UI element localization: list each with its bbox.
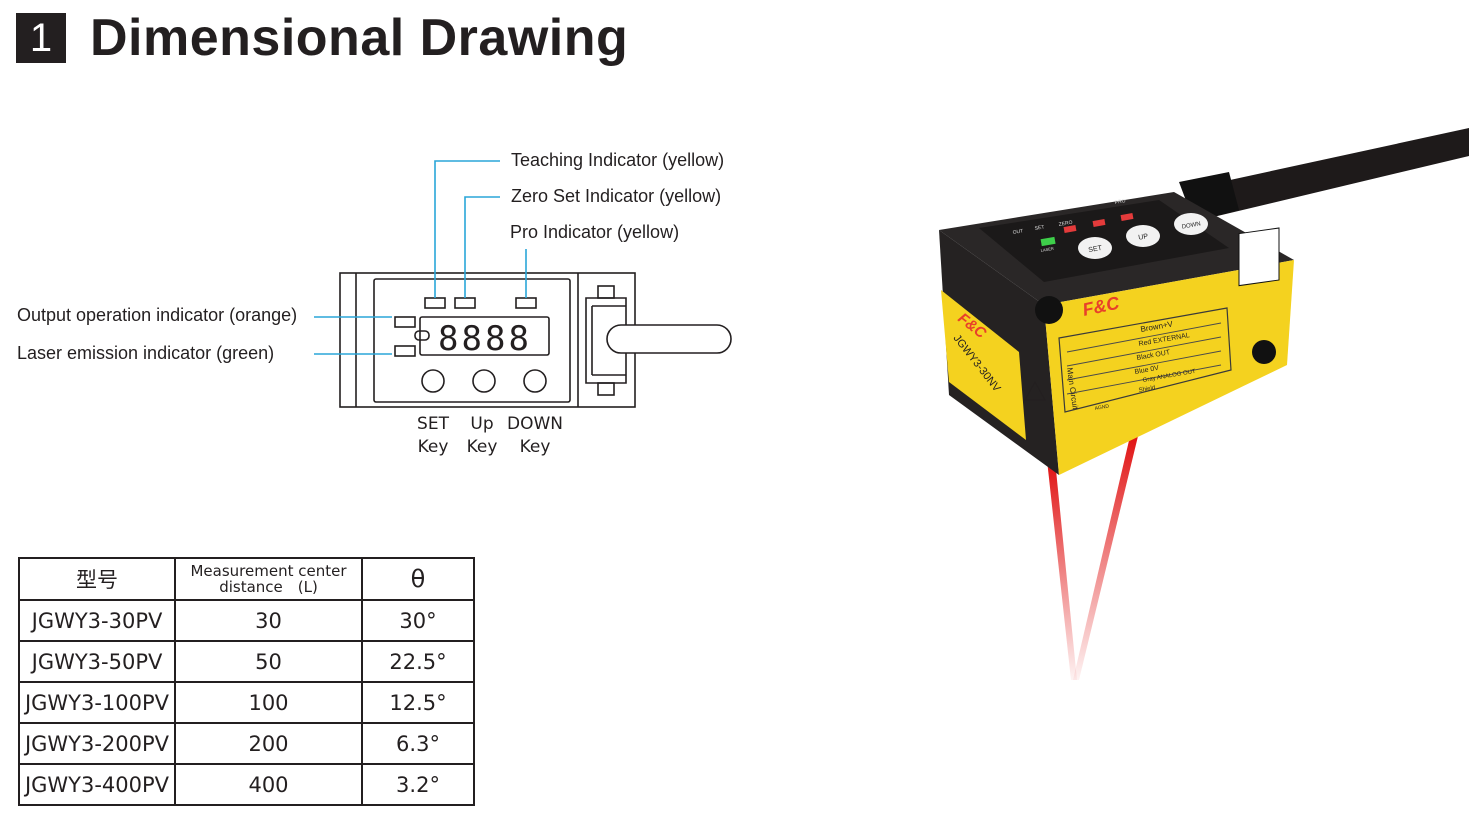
teaching-indicator-label: Teaching Indicator (yellow) — [511, 150, 725, 170]
connector-clip-top — [597, 285, 615, 299]
header-distance: Measurement center distance (L) — [174, 557, 363, 601]
page-title: Dimensional Drawing — [90, 9, 629, 67]
section-header: 1 Dimensional Drawing — [16, 10, 628, 66]
set-key-label-line2: Key — [417, 437, 449, 457]
down-button-icon — [1174, 213, 1208, 235]
cell-model: JGWY3-400PV — [18, 763, 176, 806]
connector-clip-bottom — [597, 382, 615, 396]
wire-label-agnd: AGND — [1094, 403, 1110, 411]
output-indicator-label: Output operation indicator (orange) — [17, 305, 298, 325]
down-key-label-line1: DOWN — [507, 414, 563, 434]
panel-label-pro: PRO — [1114, 198, 1126, 206]
red-led-1 — [1063, 225, 1077, 233]
laser-beam-right — [1073, 432, 1139, 680]
teaching-leader — [434, 160, 500, 298]
cell-angle: 22.5° — [361, 640, 475, 683]
down-key-label-line2: Key — [519, 437, 551, 457]
red-led-2 — [1092, 219, 1106, 227]
wire-line — [1066, 336, 1222, 367]
button-label-set: SET — [1088, 245, 1103, 254]
panel-label-laser: LASER — [1040, 246, 1054, 253]
product-photo: F&C F&C JGWY3-30NV Main Circuit Brown+V … — [939, 128, 1469, 680]
wire-line — [1066, 350, 1222, 381]
cell-distance: 400 — [174, 763, 363, 806]
cell-distance: 100 — [174, 681, 363, 724]
panel-label-zero: ZERO — [1058, 220, 1073, 228]
set-button-icon — [1078, 237, 1112, 259]
pro-led — [515, 297, 537, 309]
cell-distance: 30 — [174, 599, 363, 642]
wire-line — [1066, 322, 1222, 353]
digit-readout: 8888 — [438, 319, 532, 359]
qr-code — [1238, 227, 1280, 287]
cell-model: JGWY3-100PV — [18, 681, 176, 724]
display-panel — [373, 278, 571, 403]
up-key-label-line1: Up — [470, 414, 494, 434]
cell-angle: 30° — [361, 599, 475, 642]
zero-set-led — [454, 297, 476, 309]
laser-warning-icon — [1024, 380, 1046, 401]
cell-model: JGWY3-50PV — [18, 640, 176, 683]
teaching-led — [424, 297, 446, 309]
sensor-cable — [1184, 128, 1469, 218]
sensor-yellow-side — [1044, 260, 1294, 475]
down-key-label: DOWN Key — [500, 413, 570, 459]
up-button-icon — [1126, 225, 1160, 247]
header-distance-line2: distance (L) — [219, 578, 318, 596]
laser-beam-left — [1047, 460, 1077, 680]
wire-label-blue: Blue 0V — [1134, 365, 1160, 376]
laser-led-icon — [1040, 236, 1056, 247]
mount-hole-top — [1035, 296, 1063, 324]
section-number: 1 — [16, 13, 66, 63]
zero-set-indicator-label: Zero Set Indicator (yellow) — [511, 186, 722, 206]
table-row: JGWY3-400PV 400 3.2° — [18, 763, 475, 806]
spec-table: 型号 Measurement center distance (L) θ JGW… — [18, 557, 475, 806]
connector-housing — [585, 297, 627, 384]
panel-label-out: OUT — [1012, 228, 1023, 236]
down-key-icon — [523, 369, 547, 393]
red-led-3 — [1120, 213, 1134, 221]
set-key-label: SET Key — [403, 413, 463, 459]
up-key-label: Up Key — [452, 413, 512, 459]
cell-model: JGWY3-200PV — [18, 722, 176, 765]
set-key-label-line1: SET — [417, 414, 449, 434]
header-distance-line1: Measurement center — [190, 562, 347, 580]
decimal-indicator — [414, 330, 430, 341]
digit-display — [419, 316, 550, 356]
header-model: 型号 — [18, 557, 176, 601]
sensor-yellow-front — [941, 290, 1026, 440]
table-row: JGWY3-200PV 200 6.3° — [18, 722, 475, 765]
cell-model: JGWY3-30PV — [18, 599, 176, 642]
output-led — [394, 316, 416, 328]
cell-angle: 6.3° — [361, 722, 475, 765]
pro-indicator-label: Pro Indicator (yellow) — [510, 222, 680, 242]
wiring-diagram-box — [1058, 307, 1232, 413]
up-key-icon — [472, 369, 496, 393]
table-row: JGWY3-100PV 100 12.5° — [18, 681, 475, 724]
laser-indicator-label: Laser emission indicator (green) — [17, 343, 275, 363]
table-header-row: 型号 Measurement center distance (L) θ — [18, 557, 475, 601]
up-key-label-line2: Key — [466, 437, 498, 457]
table-row: JGWY3-50PV 50 22.5° — [18, 640, 475, 683]
cable-stub — [606, 324, 732, 354]
cell-distance: 50 — [174, 640, 363, 683]
table-row: JGWY3-30PV 30 30° — [18, 599, 475, 642]
panel-label-set: SET — [1034, 224, 1045, 232]
set-key-icon — [421, 369, 445, 393]
wire-line — [1066, 364, 1222, 395]
cell-angle: 3.2° — [361, 763, 475, 806]
header-angle: θ — [361, 557, 475, 601]
button-label-down: DOWN — [1181, 221, 1201, 230]
cell-angle: 12.5° — [361, 681, 475, 724]
mount-hole-bottom — [1252, 340, 1276, 364]
dimensional-drawing: 8888 — [314, 160, 732, 408]
zero-set-leader — [464, 196, 500, 298]
cell-distance: 200 — [174, 722, 363, 765]
laser-led — [394, 345, 416, 357]
wire-label-shield: Shield — [1138, 385, 1155, 394]
button-label-up: UP — [1138, 233, 1149, 242]
